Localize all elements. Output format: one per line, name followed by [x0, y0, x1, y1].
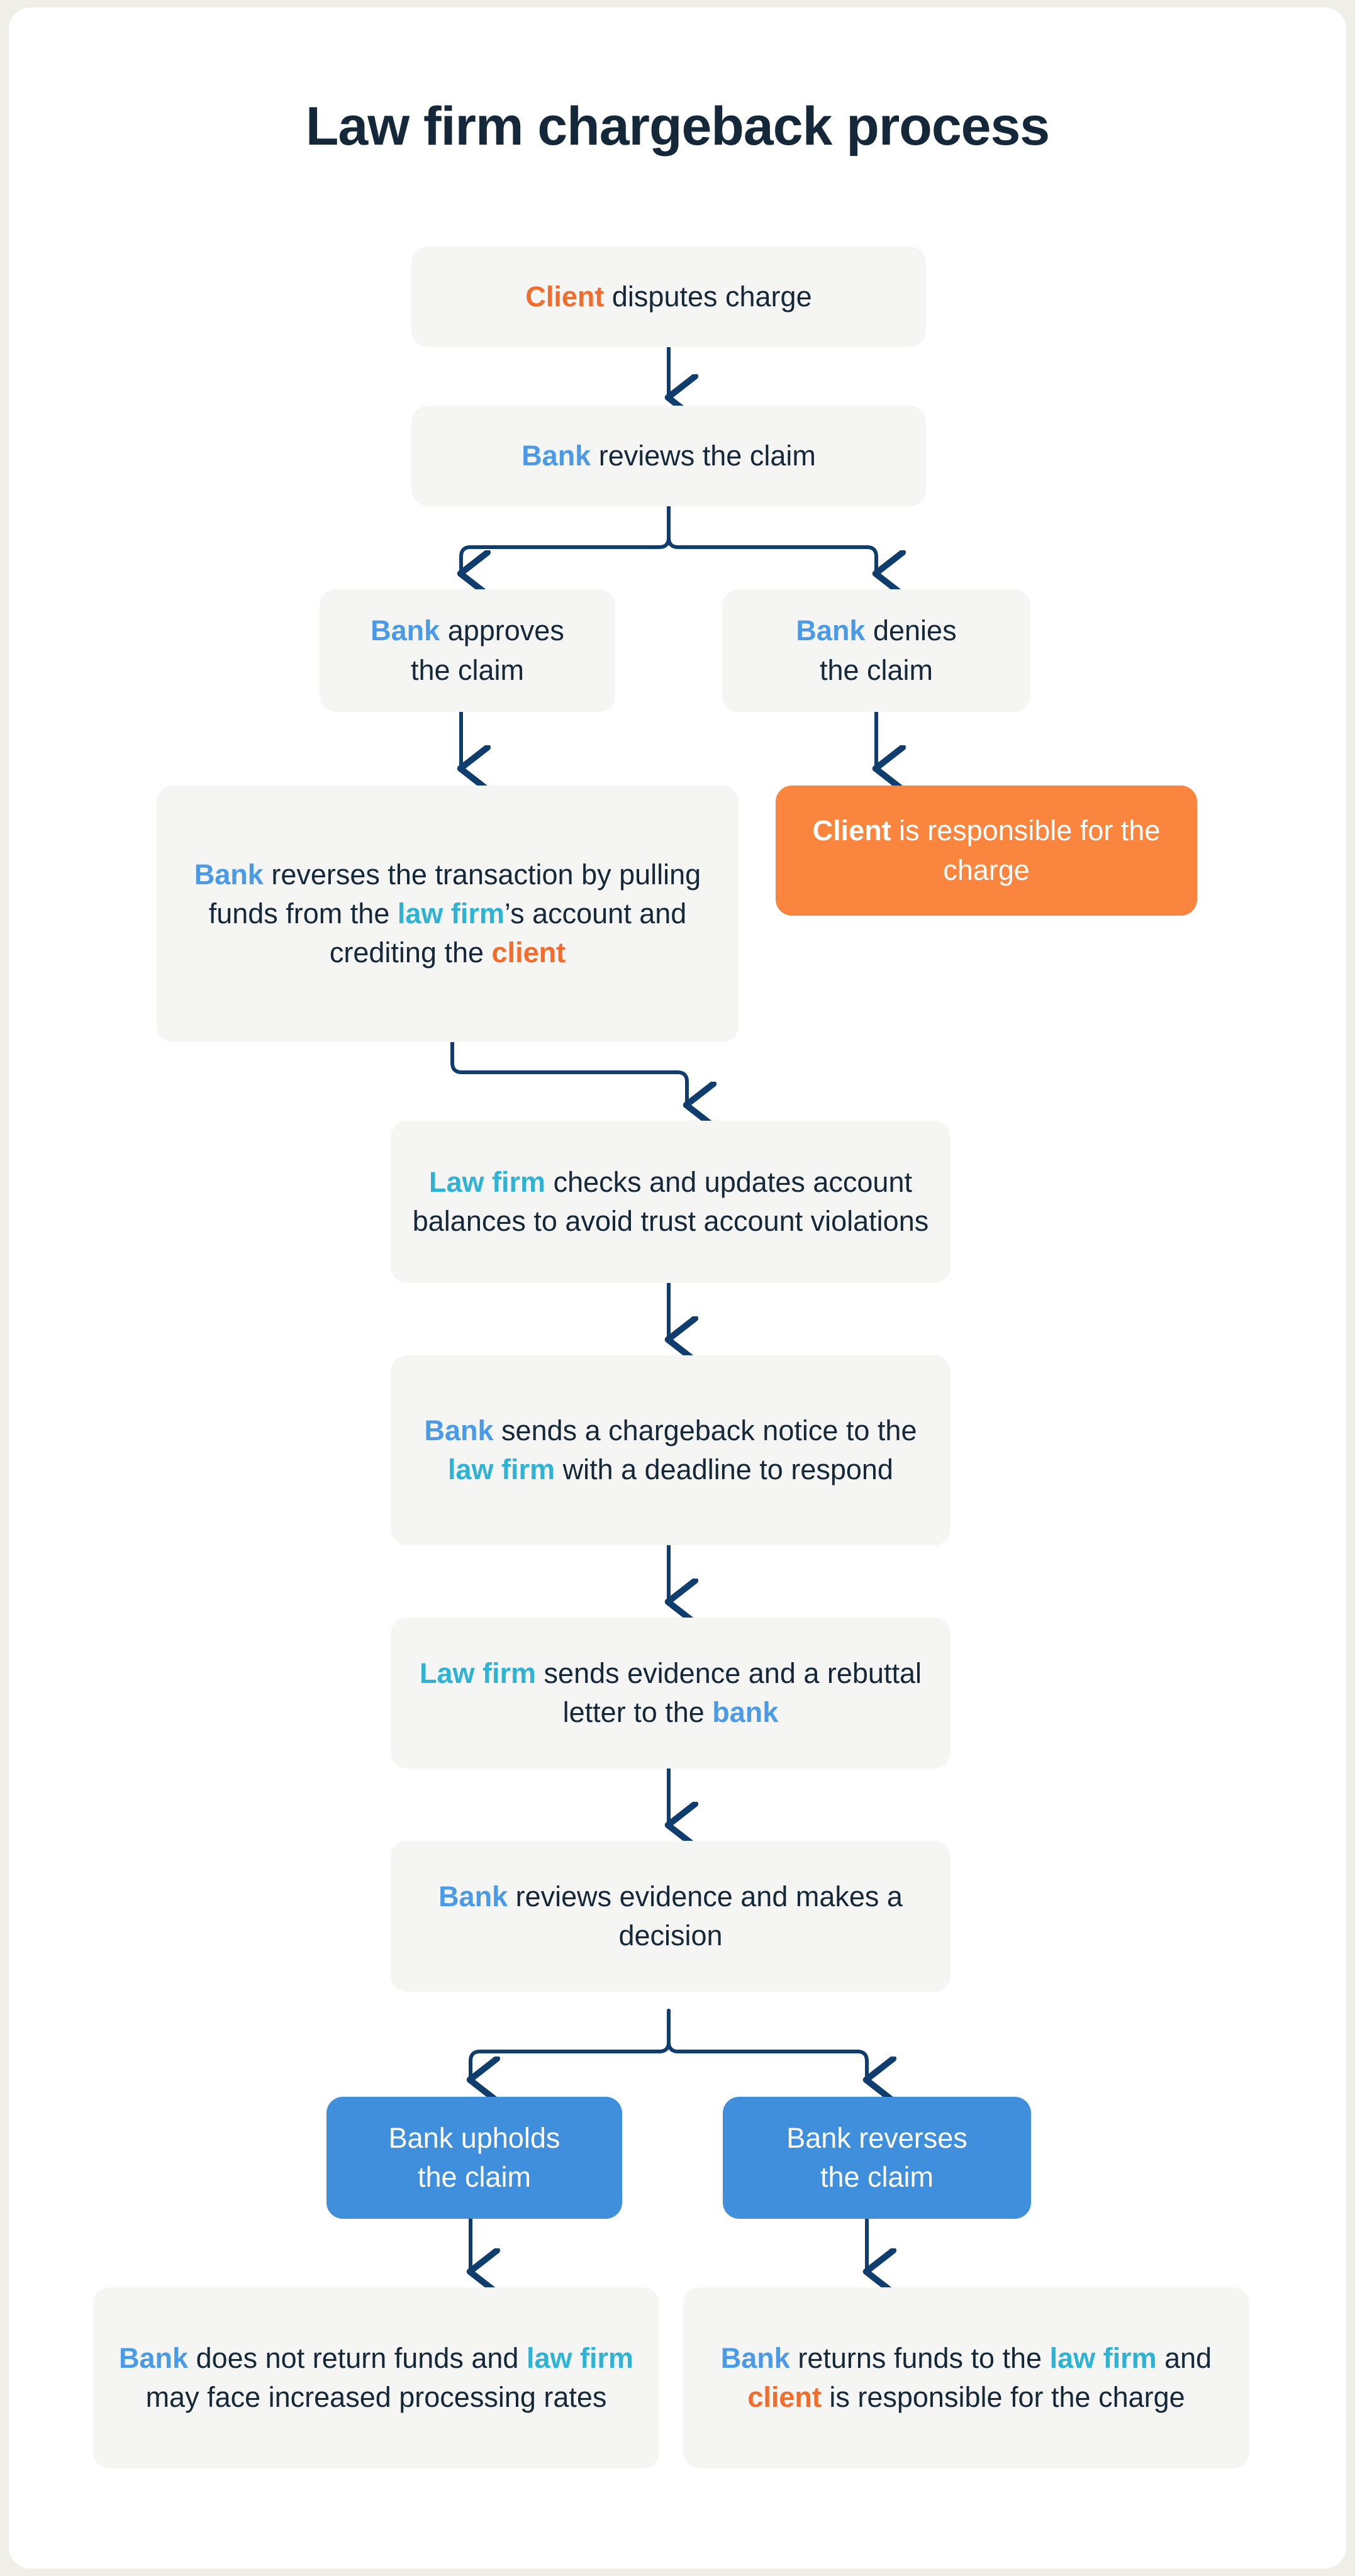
- node-highlight-law-firm: law firm: [397, 897, 505, 930]
- node-client-responsible-for-charge[interactable]: Client is responsible for the charge: [776, 786, 1197, 916]
- node-law-firm-checks-balances[interactable]: Law firm checks and updates account bala…: [391, 1121, 951, 1283]
- node-text: sends a chargeback notice to the: [493, 1414, 917, 1446]
- node-text: Bank upholds: [388, 2121, 560, 2154]
- node-text: disputes charge: [604, 280, 812, 313]
- node-highlight-bank: Bank: [194, 858, 264, 891]
- node-highlight-law-firm: Law firm: [420, 1657, 537, 1689]
- node-highlight-bank: Bank: [720, 2341, 790, 2374]
- node-bank-reverses-claim[interactable]: Bank reverses the claim: [723, 2097, 1031, 2219]
- node-text: checks and updates account balances to a…: [412, 1165, 929, 1237]
- node-bank-reverses-transaction[interactable]: Bank reverses the transaction by pulling…: [157, 786, 739, 1042]
- node-highlight-bank: bank: [712, 1696, 779, 1728]
- node-highlight-bank: Bank: [371, 614, 440, 647]
- connector-layer: [450, 345, 1346, 2568]
- node-text: approves: [440, 614, 564, 647]
- node-client-disputes-charge[interactable]: Client disputes charge: [411, 247, 926, 347]
- node-text-2: with a deadline to respond: [555, 1453, 893, 1485]
- node-bank-upholds-claim[interactable]: Bank upholds the claim: [326, 2097, 622, 2219]
- node-highlight-law-firm: law firm: [526, 2341, 633, 2374]
- node-text: reviews the claim: [591, 439, 816, 472]
- node-highlight-law-firm: Law firm: [429, 1165, 546, 1198]
- node-highlight-bank: Bank: [119, 2341, 189, 2374]
- node-bank-denies-claim[interactable]: Bank denies the claim: [722, 589, 1030, 712]
- node-text-2: and: [1156, 2341, 1212, 2374]
- node-text-2: ’s account and crediting the: [329, 897, 687, 969]
- page-title: Law firm chargeback process: [305, 96, 1050, 157]
- node-highlight-client: client: [491, 936, 566, 969]
- node-text-line2: the claim: [417, 2161, 532, 2193]
- node-text: sends evidence and a rebuttal letter to …: [536, 1657, 922, 1728]
- node-highlight-bank: Bank: [424, 1414, 494, 1446]
- node-bank-reviews-evidence[interactable]: Bank reviews evidence and makes a decisi…: [391, 1841, 951, 1992]
- node-text: reviews evidence and makes a decision: [508, 1880, 903, 1951]
- node-highlight-bank: Bank: [438, 1880, 508, 1913]
- node-text: reverses the transaction by pulling fund…: [208, 858, 701, 930]
- node-bank-returns-funds[interactable]: Bank returns funds to the law firm and c…: [683, 2287, 1249, 2468]
- node-highlight-law-firm: law firm: [448, 1453, 555, 1485]
- node-text-2: may face increased processing rates: [145, 2381, 607, 2413]
- node-text: Bank reverses: [786, 2121, 967, 2154]
- node-text-line2: the claim: [410, 653, 525, 686]
- node-text: is responsible for the charge: [891, 814, 1161, 886]
- node-highlight-client: Client: [812, 814, 891, 847]
- node-highlight-client: client: [747, 2381, 822, 2413]
- flowchart-card: Law firm chargeback process: [9, 8, 1346, 2568]
- node-law-firm-sends-evidence[interactable]: Law firm sends evidence and a rebuttal l…: [391, 1618, 951, 1768]
- node-text: returns funds to the: [789, 2341, 1050, 2374]
- node-bank-sends-chargeback-notice[interactable]: Bank sends a chargeback notice to the la…: [391, 1355, 951, 1545]
- node-text: does not return funds and: [188, 2341, 527, 2374]
- node-highlight-client: Client: [525, 280, 605, 313]
- node-bank-approves-claim[interactable]: Bank approves the claim: [320, 589, 615, 712]
- node-text-3: is responsible for the charge: [821, 2381, 1185, 2413]
- node-text-line2: the claim: [820, 2161, 934, 2193]
- node-bank-does-not-return-funds[interactable]: Bank does not return funds and law firm …: [93, 2287, 659, 2468]
- node-highlight-bank: Bank: [796, 614, 866, 647]
- node-text: denies: [865, 614, 957, 647]
- node-text-line2: the claim: [819, 653, 934, 686]
- node-bank-reviews-claim[interactable]: Bank reviews the claim: [411, 406, 926, 506]
- node-highlight-law-firm: law firm: [1049, 2341, 1157, 2374]
- node-highlight-bank: Bank: [521, 439, 591, 472]
